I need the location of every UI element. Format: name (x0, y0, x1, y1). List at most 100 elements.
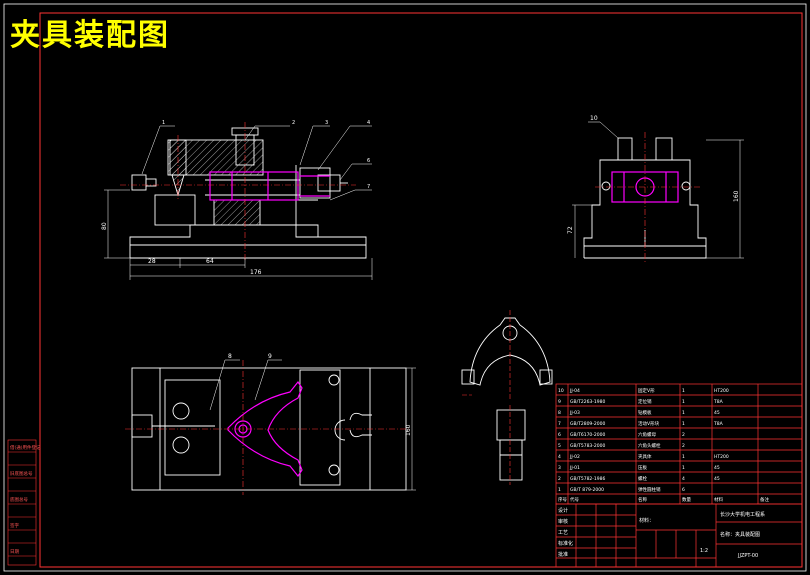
fork-part-view (461, 317, 553, 481)
bom-cell-name: 活动V形块 (638, 420, 660, 427)
bom-header-cell: 材料 (714, 496, 723, 503)
drawing-title: 夹具装配图 (10, 18, 170, 53)
front-dimensions (104, 189, 373, 280)
dim-side-small: 72 (567, 226, 574, 234)
bom-cell-code: GB/T5783-2000 (570, 443, 606, 449)
tb-row-approve: 批准 (558, 551, 568, 558)
bom-cell-mat: T8A (713, 421, 724, 427)
balloon-1: 1 (162, 120, 165, 126)
bom-cell-name: 弹性圆柱销 (638, 486, 661, 493)
bom-cell-qty: 6 (682, 487, 685, 493)
bom-cell-qty: 2 (682, 432, 685, 438)
bom-cell-name: 固定V形 (638, 387, 655, 394)
bom-cell-name: 六角螺母 (638, 431, 656, 438)
bom-cell-qty: 1 (682, 465, 685, 471)
bom-cell-name: 六角头螺栓 (638, 442, 661, 449)
left-label-1: 旧底图总号 (10, 470, 33, 477)
bom-header-cell: 备注 (760, 496, 769, 503)
bom-cell-no: 9 (558, 399, 561, 405)
bom-cell-code: JJ-04 (569, 388, 580, 394)
inner-border (39, 12, 803, 568)
dim-base-mid: 64 (206, 258, 214, 265)
side-centerlines (595, 132, 700, 262)
balloon-3: 3 (325, 120, 328, 126)
bom-cell-name: 螺栓 (638, 475, 647, 482)
bom-cell-name: 钻模板 (638, 409, 652, 416)
balloon-4: 4 (367, 120, 370, 126)
front-balloons: 1 2 3 4 6 7 (162, 120, 370, 190)
dim-top-height: 160 (405, 424, 412, 436)
fork-centerlines (462, 310, 511, 485)
bom-cell-no: 5 (558, 443, 561, 449)
balloon-6: 6 (367, 158, 370, 164)
part-name: 名称：夹具装配图 (720, 531, 760, 538)
front-workpiece (209, 171, 330, 201)
bom-header-cell: 数量 (682, 496, 691, 503)
bom-cell-code: GB/T6170-2000 (570, 432, 606, 438)
front-leaders (141, 125, 372, 201)
left-label-3: 签字 (10, 522, 19, 529)
bom-cell-code: JJ-03 (569, 410, 580, 416)
bom-cell-qty: 1 (682, 399, 685, 405)
balloon-9: 9 (268, 353, 272, 360)
bom-cell-no: 8 (558, 410, 561, 416)
left-margin-table (7, 439, 37, 566)
left-label-0: 借(通)用件登记 (10, 444, 41, 451)
bom-cell-code: GB/T5782-1986 (570, 476, 606, 482)
tb-row-process: 工艺 (558, 530, 568, 536)
bom-cell-code: JJ-01 (569, 465, 580, 471)
bom-header-cell: 名称 (638, 496, 647, 503)
bom-cell-name: 夹具体 (638, 453, 652, 460)
bom-grid (555, 383, 803, 505)
bom-cell-code: GB/T2263-1980 (570, 399, 606, 405)
outer-border (3, 3, 807, 572)
left-label-2: 底图总号 (10, 496, 28, 503)
balloon-8: 8 (228, 353, 232, 360)
bom-cell-no: 3 (558, 465, 561, 471)
bom-cell-no: 4 (558, 454, 561, 460)
bom-cell-no: 7 (558, 421, 561, 427)
material-label: 材料： (639, 517, 654, 524)
balloon-7: 7 (367, 184, 370, 190)
bom-cell-code: GB/T2809-2000 (570, 421, 606, 427)
bom-cell-name: 定位销 (638, 398, 652, 405)
balloon-10: 10 (590, 115, 598, 122)
bom-cell-no: 2 (558, 476, 561, 482)
bom-header-cell: 序号 (558, 496, 567, 503)
bom-cell-mat: HT200 (714, 388, 729, 394)
bom-cell-no: 1 (558, 487, 561, 493)
bom-cell-code: GB/T 879-2000 (570, 487, 604, 493)
bom-cell-qty: 1 (682, 454, 685, 460)
bom-cell-mat: 45 (714, 476, 720, 482)
top-dimensions (209, 359, 416, 491)
bom-cell-qty: 4 (682, 476, 685, 482)
bom-cell-mat: 45 (714, 410, 720, 416)
bom-cell-mat: HT200 (714, 454, 729, 460)
bom-cell-code: JJ-02 (569, 454, 580, 460)
bom-cell-name: 压板 (638, 464, 647, 471)
tb-row-design: 设计 (558, 507, 568, 514)
bom-cell-qty: 2 (682, 443, 685, 449)
bom-cell-qty: 1 (682, 421, 685, 427)
scale-value: 1:2 (700, 548, 708, 554)
school-name: 长沙大学机电工程系 (720, 511, 765, 518)
bom-cell-mat: T8A (713, 399, 724, 405)
dim-overall-length: 176 (250, 269, 262, 276)
dim-front-height: 80 (101, 222, 108, 230)
bom-cell-qty: 1 (682, 410, 685, 416)
bom-cell-no: 10 (558, 388, 564, 394)
dim-side-height: 160 (733, 190, 740, 202)
tb-row-review: 审核 (558, 518, 568, 525)
balloon-2: 2 (292, 120, 295, 126)
bom-header-cell: 代号 (570, 496, 579, 503)
front-centerlines (120, 122, 356, 262)
tb-row-standard: 标准化 (558, 540, 573, 547)
dim-base-left: 28 (148, 258, 156, 265)
left-label-4: 日期 (10, 549, 19, 555)
bom-cell-qty: 1 (682, 388, 685, 394)
front-view (129, 127, 367, 259)
bom-cell-mat: 45 (714, 465, 720, 471)
bom-cell-no: 6 (558, 432, 561, 438)
side-dimensions (572, 121, 744, 259)
